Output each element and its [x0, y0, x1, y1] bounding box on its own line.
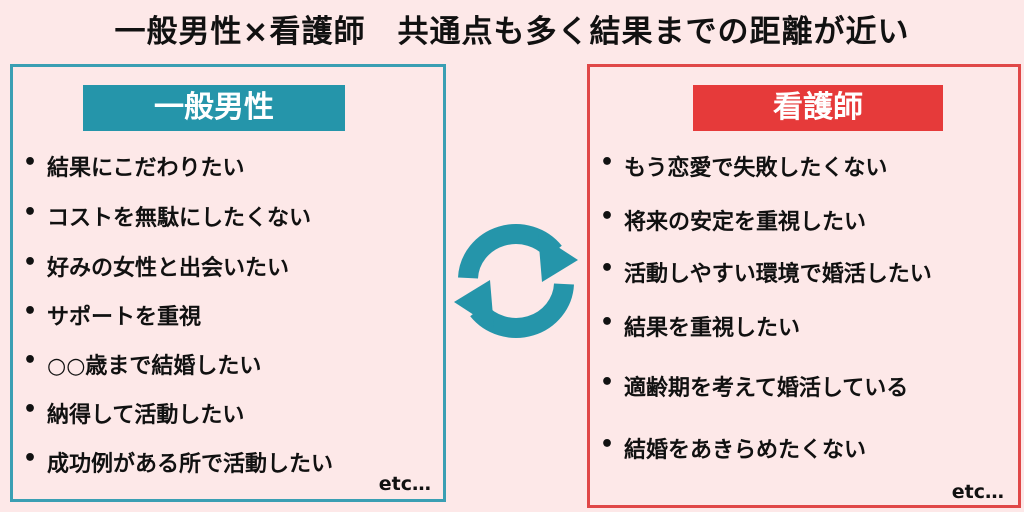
- bullet-icon: •: [23, 299, 38, 324]
- list-item: •将来の安定を重視したい: [600, 204, 867, 235]
- list-item: •サポートを重視: [23, 299, 202, 330]
- list-item: •活動しやすい環境で婚活したい: [600, 256, 932, 287]
- nurse-heading: 看護師: [693, 85, 943, 131]
- etc-label: etc…: [378, 473, 431, 495]
- page-title: 一般男性×看護師 共通点も多く結果までの距離が近い: [114, 14, 910, 50]
- list-item: •結果を重視したい: [600, 310, 801, 341]
- general-men-heading: 一般男性: [83, 85, 345, 131]
- etc-label: etc…: [951, 481, 1004, 503]
- list-item: •結果にこだわりたい: [23, 150, 245, 181]
- bullet-icon: •: [600, 432, 615, 457]
- list-item: •○○歳まで結婚したい: [23, 348, 262, 379]
- list-item: •好みの女性と出会いたい: [23, 250, 290, 281]
- cycle-arrows-icon: [454, 224, 578, 338]
- general-men-panel: 一般男性 •結果にこだわりたい •コストを無駄にしたくない •好みの女性と出会い…: [10, 64, 446, 502]
- list-item: •成功例がある所で活動したい: [23, 446, 334, 477]
- bullet-icon: •: [600, 256, 615, 281]
- list-item: •結婚をあきらめたくない: [600, 432, 867, 463]
- list-item: •適齢期を考えて婚活している: [600, 370, 909, 401]
- bullet-icon: •: [23, 250, 38, 275]
- nurse-panel: 看護師 •もう恋愛で失敗したくない •将来の安定を重視したい •活動しやすい環境…: [587, 64, 1021, 508]
- list-item: •納得して活動したい: [23, 397, 245, 428]
- bullet-icon: •: [600, 150, 615, 175]
- bullet-icon: •: [23, 397, 38, 422]
- bullet-icon: •: [23, 200, 38, 225]
- bullet-icon: •: [23, 348, 38, 373]
- list-item: •コストを無駄にしたくない: [23, 200, 312, 231]
- bullet-icon: •: [600, 310, 615, 335]
- bullet-icon: •: [600, 370, 615, 395]
- bullet-icon: •: [600, 204, 615, 229]
- list-item: •もう恋愛で失敗したくない: [600, 150, 888, 181]
- bullet-icon: •: [23, 446, 38, 471]
- bullet-icon: •: [23, 150, 38, 175]
